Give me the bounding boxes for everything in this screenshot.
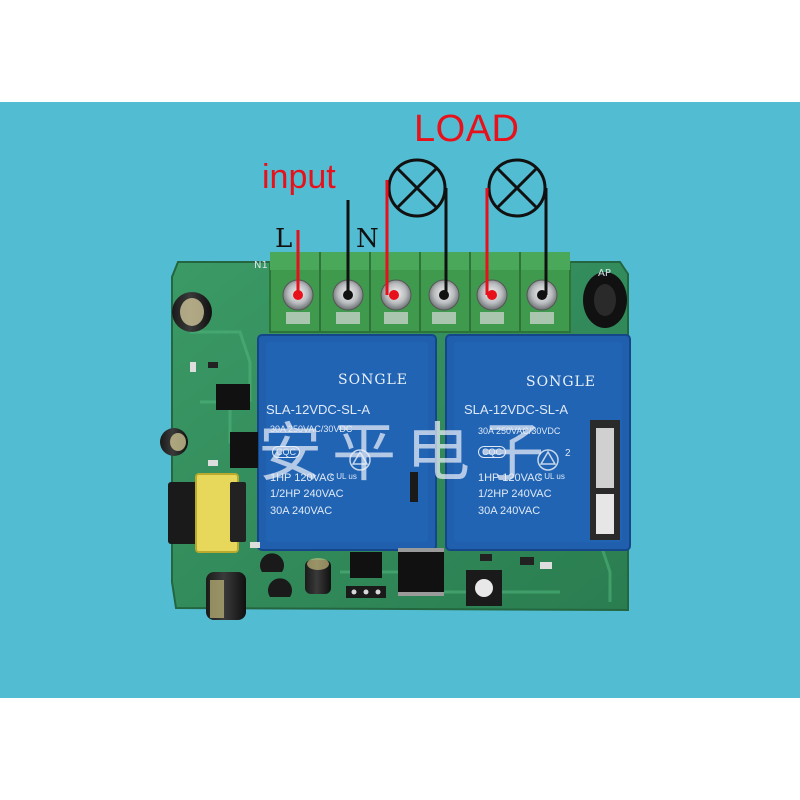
ic-chip-2 <box>350 552 382 578</box>
load-label: LOAD <box>414 108 520 150</box>
relay-2-30a: 30A 240VAC <box>478 505 541 517</box>
relay-1-30a: 30A 240VAC <box>270 505 333 517</box>
relay-1-model: SLA-12VDC-SL-A <box>266 402 371 417</box>
capacitor-top-left <box>172 292 212 332</box>
wire-load-2-black <box>537 188 548 300</box>
wire-load-1-black <box>439 188 449 300</box>
relay-1-1hp: 1HP 120VAC <box>270 472 335 484</box>
relay-1 <box>257 334 437 551</box>
pcb-silk-left: N1 <box>254 260 268 271</box>
transistor-1 <box>260 553 285 572</box>
relay-board-illustration <box>160 158 631 620</box>
transformer <box>168 473 246 553</box>
relay-2-ul: c UL us <box>538 472 565 481</box>
capacitor-bottom-left <box>206 572 246 620</box>
product-photo: LOAD input L N N1 AP SONGLE SLA-12VDC-SL… <box>0 102 800 698</box>
relay-1-cert: CQC <box>272 446 300 458</box>
terminal-block <box>269 252 571 333</box>
antenna-coil <box>583 272 627 328</box>
transistor-2 <box>268 578 292 597</box>
relay-1-rating: 30A 250VAC/30VDC <box>270 424 353 434</box>
relay-2-number: 2 <box>565 448 571 459</box>
relay-1-brand: SONGLE <box>338 372 409 388</box>
relay-2-halfhp: 1/2HP 240VAC <box>478 488 552 500</box>
rf-module <box>590 420 620 540</box>
lamp-symbol-2 <box>487 158 547 218</box>
ic-chip-1 <box>398 548 444 596</box>
wire-line-input <box>293 230 303 300</box>
relay-2-1hp: 1HP 120VAC <box>478 472 543 484</box>
pcb-silk-right: AP <box>598 268 611 279</box>
lamp-symbol-1 <box>387 158 447 218</box>
capacitor-mid-left <box>160 428 188 456</box>
capacitor-bottom-center <box>305 558 331 594</box>
pin-header <box>346 586 386 598</box>
neutral-label: N <box>356 224 379 254</box>
relay-1-halfhp: 1/2HP 240VAC <box>270 488 344 500</box>
relay-1-ul: c UL us <box>330 472 357 481</box>
ic-chip-4 <box>230 432 258 468</box>
wire-load-1-red <box>385 180 399 300</box>
watermark: 安平电子 <box>258 417 554 491</box>
relay-2-brand: SONGLE <box>526 374 597 390</box>
ic-chip-3 <box>216 384 250 410</box>
relay-2-cert: CQC <box>478 446 506 458</box>
wire-neutral-input <box>343 200 353 300</box>
smd-components <box>190 362 552 569</box>
input-label: input <box>262 158 336 196</box>
relay-2 <box>445 334 631 551</box>
wire-load-2-red <box>485 188 497 300</box>
learn-button <box>466 570 502 606</box>
relay-2-rating: 30A 250VAC/30VDC <box>478 426 561 436</box>
relay-2-model: SLA-12VDC-SL-A <box>464 402 569 417</box>
line-label: L <box>275 224 293 254</box>
